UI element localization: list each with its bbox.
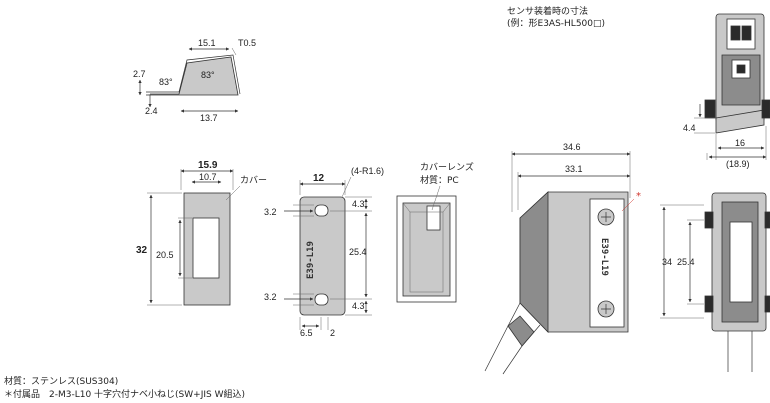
top-led <box>736 64 746 74</box>
dim-13-7: 13.7 <box>200 113 218 123</box>
lens-material: 材質：PC <box>420 174 459 186</box>
dim-20-5: 20.5 <box>156 250 174 260</box>
sensor-body-side <box>519 191 549 333</box>
sensor-front-view: 34.6 33.1 E39-L19 * <box>484 142 641 375</box>
screw-bottom-cross <box>601 304 611 314</box>
dim-top-edge: 4.3 <box>352 199 365 209</box>
lens-leader <box>431 185 441 211</box>
lens-chamfer <box>402 202 411 213</box>
bracket-bottom-hole <box>314 293 329 306</box>
star-mark: * <box>636 191 641 202</box>
dim-top-hole: 3.2 <box>264 207 277 217</box>
dim-12: 12 <box>313 173 325 184</box>
side-clip-top <box>704 211 714 229</box>
screw-top-cross <box>601 212 611 222</box>
dim-body: 33.1 <box>565 164 583 174</box>
lens-view: カバーレンズ 材質：PC <box>396 161 474 303</box>
side-window <box>729 221 753 303</box>
dim-offset: 6.5 <box>300 328 313 338</box>
radius-leader <box>341 176 352 198</box>
dim-10-7: 10.7 <box>199 172 217 182</box>
dim-bottom-edge: 4.3 <box>352 301 365 311</box>
top-bracket <box>715 109 765 134</box>
top-clip-left <box>704 99 716 119</box>
star-leader <box>621 198 635 212</box>
angle-right: 83° <box>201 70 215 80</box>
dim-18-9: (18.9) <box>726 159 750 169</box>
lens-chamfer <box>442 202 451 213</box>
angle-left: 83° <box>159 77 173 87</box>
dim-bottom-hole: 3.2 <box>264 292 277 302</box>
dim-4-4: 4.4 <box>683 123 696 133</box>
side-cable <box>727 331 753 372</box>
lens-body <box>402 202 451 297</box>
sensor-top-view: 4.4 16 (18.9) <box>683 13 770 169</box>
cover-view: 15.9 10.7 カバー 32 20.5 <box>136 160 267 306</box>
bracket-marking: E39-L19 <box>306 241 316 279</box>
bent-bracket-view: 15.1 T0.5 2.7 83° 83° 2.4 13.7 <box>133 38 256 123</box>
cover-label: カバー <box>240 175 267 186</box>
dim-15-1: 15.1 <box>198 38 216 48</box>
cover-leader <box>225 185 241 201</box>
bracket-top-hole <box>314 204 329 217</box>
side-clip-bottom <box>704 295 714 313</box>
dim-32: 32 <box>136 245 148 256</box>
dim-radius: (4-R1.6) <box>351 166 384 176</box>
dim-leader-t <box>231 47 237 56</box>
top-pin-right <box>741 25 752 41</box>
dim-center: 25.4 <box>349 247 367 257</box>
dim-slot: 2 <box>330 328 335 338</box>
cover-window <box>192 217 220 279</box>
lens-inner <box>409 211 444 293</box>
dim-15-9: 15.9 <box>198 160 218 171</box>
lens-window-top <box>426 205 441 231</box>
note-accessory: ＊付属品 2-M3-L10 十字穴付ナベ小ねじ(SW+JIS W組込) <box>4 388 245 400</box>
dim-2-7: 2.7 <box>133 69 146 79</box>
dim-34: 34 <box>662 257 672 267</box>
top-clip-right <box>761 99 770 119</box>
dim-16: 16 <box>735 138 745 148</box>
bent-bracket-shape <box>146 56 239 96</box>
dim-2-4: 2.4 <box>145 106 158 116</box>
header-line-1: センサ装着時の寸法 <box>507 5 588 17</box>
top-pin-left <box>730 25 741 41</box>
note-material: 材質：ステンレス(SUS304) <box>4 375 118 387</box>
dim-t0-5: T0.5 <box>238 38 256 48</box>
bracket-plate <box>299 196 346 316</box>
bracket-view: E39-L19 12 (4-R1.6) 3.2 4.3 25.4 3.2 4.3… <box>264 166 384 338</box>
sensor-side-view: 34 25.4 <box>660 192 770 372</box>
side-clip-right-top <box>764 211 770 229</box>
dim-25-4: 25.4 <box>677 257 695 267</box>
dim-overall: 34.6 <box>563 142 581 152</box>
front-marking: E39-L19 <box>599 238 609 276</box>
cable-boot <box>507 315 535 347</box>
header-line-2: (例：形E3AS-HL500□) <box>507 17 605 29</box>
side-clip-right-bottom <box>764 295 770 313</box>
lens-label: カバーレンズ <box>420 161 474 173</box>
bent-bracket-outline <box>146 54 241 95</box>
top-panel <box>721 54 761 106</box>
